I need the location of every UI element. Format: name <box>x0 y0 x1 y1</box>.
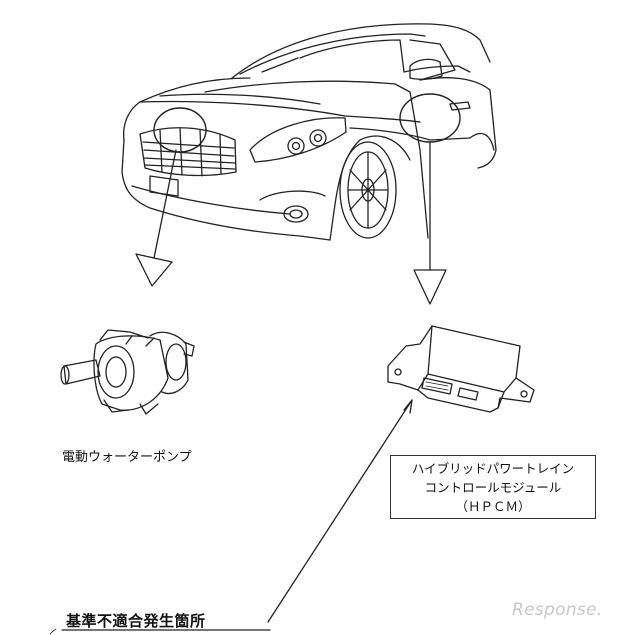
defect-location-label: 基準不適合発生箇所 <box>66 612 206 630</box>
side-location-circle <box>399 93 461 143</box>
front-location-circle <box>153 107 207 153</box>
car-illustration <box>121 23 497 241</box>
hpcm-label-line3: （ＨＰＣＭ） <box>455 499 531 514</box>
hpcm-module-illustration <box>387 325 535 413</box>
water-pump-label: 電動ウォーターポンプ <box>62 450 192 465</box>
water-pump-illustration <box>60 329 195 415</box>
response-watermark: Response. <box>512 600 603 620</box>
defect-pointer-arrow <box>267 399 413 623</box>
pump-arrow <box>135 149 177 287</box>
hpcm-label-line2: コントロールモジュール <box>424 480 562 495</box>
hpcm-arrow <box>413 141 447 305</box>
hpcm-label-box: ハイブリッドパワートレイン コントロールモジュール （ＨＰＣＭ） <box>390 455 596 519</box>
hpcm-label-line1: ハイブリッドパワートレイン <box>411 461 575 476</box>
